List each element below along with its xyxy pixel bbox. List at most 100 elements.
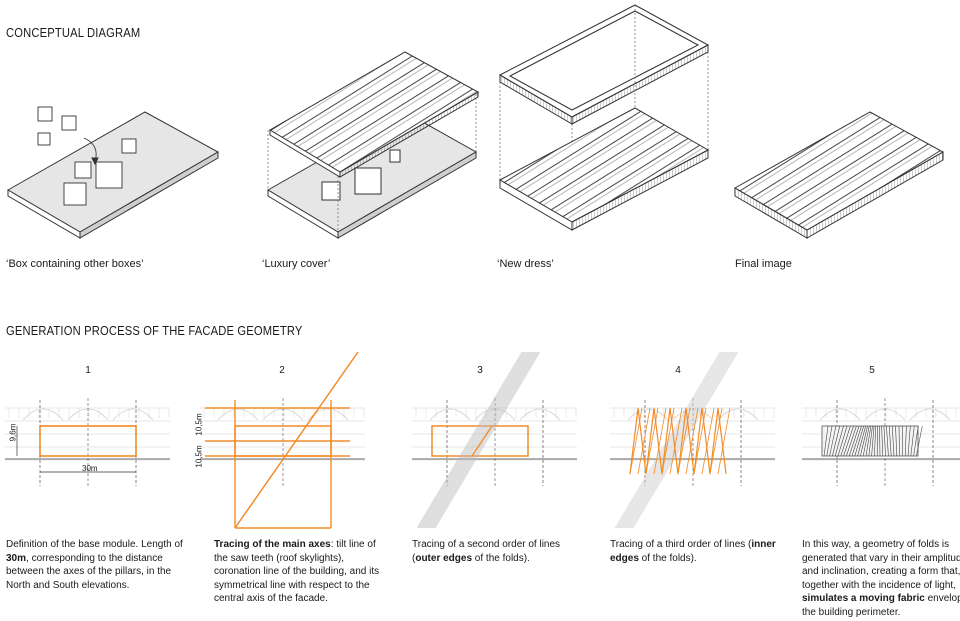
skylight-arch: [429, 408, 471, 421]
fold-line: [834, 425, 844, 457]
concept-final-image: [733, 111, 945, 239]
fold-line: [868, 425, 873, 457]
fold-line: [840, 425, 851, 457]
fold-line: [857, 425, 866, 457]
inner-edge-guide: [626, 351, 732, 529]
outer-edge-line: [427, 351, 533, 529]
inner-edge-guide: [619, 351, 725, 529]
inner-edge-line: [669, 407, 683, 475]
caption-luxury-cover: ‘Luxury cover’: [262, 258, 331, 270]
step-1-description: Definition of the base module. Length of…: [6, 538, 184, 592]
skylight-arch: [909, 408, 951, 421]
concept-new-dress: [498, 4, 710, 231]
desc-run: enveloping the building perimeter.: [802, 593, 960, 618]
fold-line: [904, 425, 907, 457]
desc-run: outer edges: [415, 552, 473, 564]
inner-edge-guide: [632, 351, 739, 529]
desc-run: , corresponding to the distance between …: [6, 552, 172, 591]
inner-edge-line: [637, 407, 651, 475]
inner-edge-line: [717, 407, 731, 475]
fold-line: [886, 425, 889, 457]
desc-run: inner edges: [610, 539, 776, 564]
fold-line: [854, 425, 864, 457]
fold-line: [879, 425, 881, 457]
fold-line: [851, 425, 862, 457]
inner-edge-line: [661, 407, 675, 475]
outer-edge-line: [433, 351, 540, 529]
outer-edge-accent: [471, 425, 493, 457]
inner-edge-guide: [622, 351, 728, 529]
fold-line: [895, 425, 898, 457]
inner-edge-guide: [614, 351, 721, 529]
dimension-lower-label: 10,5m: [194, 445, 204, 468]
inner-edge-guide: [628, 351, 734, 529]
outer-edge-line: [417, 351, 524, 529]
fold-line: [848, 425, 860, 457]
fold-line: [891, 425, 895, 457]
fold-line: [823, 425, 829, 457]
outer-edge-line: [418, 351, 525, 529]
dimension-height-label: 9,6m: [8, 423, 18, 442]
step-number-3: 3: [477, 365, 483, 376]
generation-process-heading: GENERATION PROCESS OF THE FACADE GEOMETR…: [6, 323, 303, 338]
inner-edge-line: [685, 407, 699, 475]
skylight-arch: [307, 408, 349, 421]
desc-run: of the folds).: [472, 552, 530, 564]
fold-line: [881, 425, 884, 457]
concept-box-containing-boxes: [6, 106, 220, 239]
desc-run: Tracing of a third order of lines (: [610, 539, 752, 550]
module-rect: [431, 425, 529, 457]
step-4-description: Tracing of a third order of lines (inner…: [610, 538, 788, 565]
inner-edge-line: [645, 407, 659, 475]
base-module-rect: [39, 425, 137, 457]
facade-elevations: [5, 351, 960, 529]
inner-edge-line: [709, 407, 723, 475]
skylight-arch: [112, 408, 154, 421]
inner-edge-guide: [620, 351, 726, 529]
skylight-arch: [217, 408, 259, 421]
desc-run: simulates a moving fabric: [802, 593, 925, 604]
fold-line: [898, 425, 900, 457]
fold-line: [862, 425, 870, 457]
skylight-arch: [519, 408, 561, 421]
desc-run: of the folds).: [638, 552, 697, 564]
outer-edge-line: [434, 351, 541, 529]
inner-edge-line: [677, 407, 691, 475]
fold-line: [888, 425, 892, 457]
fold-line: [883, 425, 886, 457]
skylight-arch: [22, 408, 64, 421]
outer-edge-line: [419, 351, 526, 529]
outer-edge-line: [431, 351, 538, 529]
caption-new-dress: ‘New dress’: [497, 258, 554, 270]
fold-line: [860, 425, 868, 457]
step-number-4: 4: [675, 365, 681, 376]
outer-edge-line: [428, 351, 534, 529]
skylight-arch: [819, 408, 861, 421]
desc-run: Tracing of a second order of lines (: [412, 539, 561, 564]
outer-edge-line: [432, 351, 539, 529]
inner-edge-line: [693, 407, 707, 475]
fold-line: [843, 425, 854, 457]
fold-line: [837, 425, 848, 457]
fold-line: [846, 425, 857, 457]
outer-edge-line: [424, 351, 530, 529]
desc-run: Definition of the base module. Length of: [6, 539, 183, 550]
desc-run: In this way, a geometry of folds is gene…: [802, 539, 960, 591]
inner-edge-guide: [627, 351, 733, 529]
inner-edge-guide: [624, 351, 730, 529]
concept-luxury-cover: [267, 51, 480, 239]
inner-edge-line: [653, 407, 667, 475]
outer-edge-line: [421, 351, 527, 529]
fold-line: [829, 425, 837, 457]
inner-edge-guide: [616, 351, 723, 529]
fold-line: [907, 425, 911, 457]
desc-run: : tilt line of the saw teeth (roof skyli…: [214, 539, 380, 604]
conceptual-diagram-heading: CONCEPTUAL DIAGRAM: [6, 25, 141, 40]
outer-edge-line: [422, 351, 528, 529]
step-number-1: 1: [85, 365, 91, 376]
inner-edge-guide: [630, 351, 737, 529]
fold-line: [832, 425, 841, 457]
caption-box-containing: ‘Box containing other boxes’: [6, 258, 144, 270]
inner-edge-guide: [625, 351, 731, 529]
